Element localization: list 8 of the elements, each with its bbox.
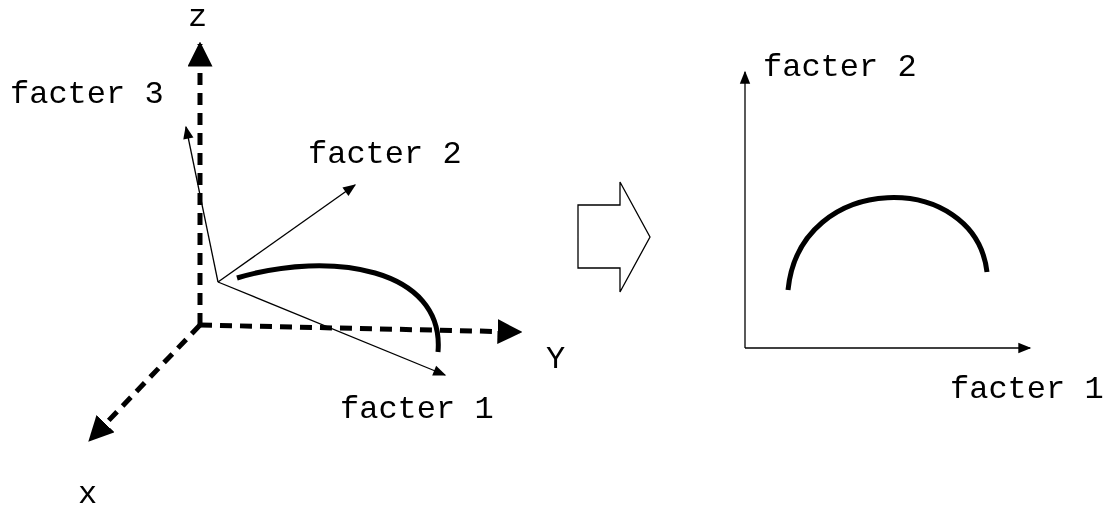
axis-label: facter 1: [340, 390, 494, 430]
axis-label: facter 2: [308, 135, 462, 175]
axis-label: facter 1: [950, 370, 1104, 410]
axis-label: facter 2: [763, 48, 917, 88]
axis-label: Y: [546, 340, 566, 380]
axis-label: facter 3: [10, 75, 164, 115]
axis-label: x: [78, 475, 98, 506]
axis-label: z: [188, 0, 208, 38]
